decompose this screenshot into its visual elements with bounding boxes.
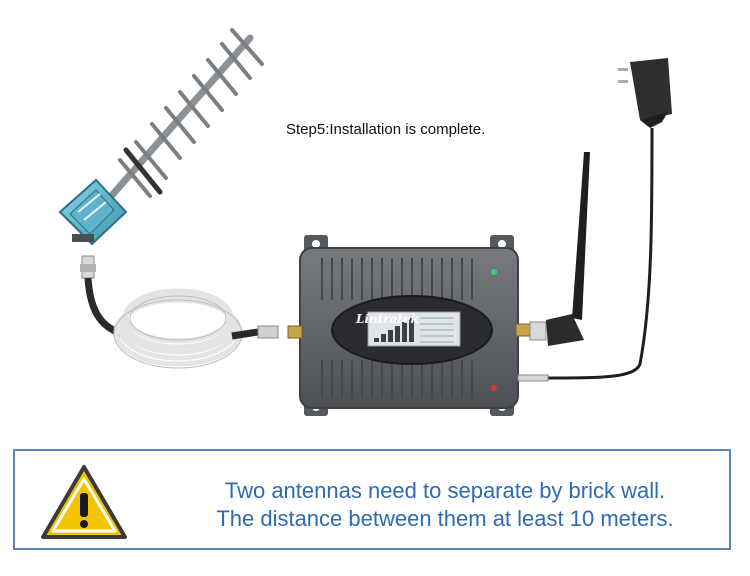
step-caption: Step5:Installation is complete. xyxy=(286,121,486,138)
warning-line-1: Two antennas need to separate by brick w… xyxy=(224,478,666,503)
installation-scene xyxy=(58,28,672,416)
device-brand-label: Lintratek xyxy=(356,312,419,326)
warning-note-box: Two antennas need to separate by brick w… xyxy=(13,449,731,550)
feeder-cable xyxy=(80,255,279,369)
warning-triangle-icon xyxy=(41,465,127,539)
warning-text: Two antennas need to separate by brick w… xyxy=(165,477,725,533)
repeater-device xyxy=(287,235,531,416)
warning-line-2: The distance between them at least 10 me… xyxy=(216,506,674,531)
yagi-antenna xyxy=(58,28,264,246)
whip-antenna xyxy=(529,152,590,346)
signal-bars xyxy=(374,318,414,342)
power-adapter xyxy=(517,58,672,382)
